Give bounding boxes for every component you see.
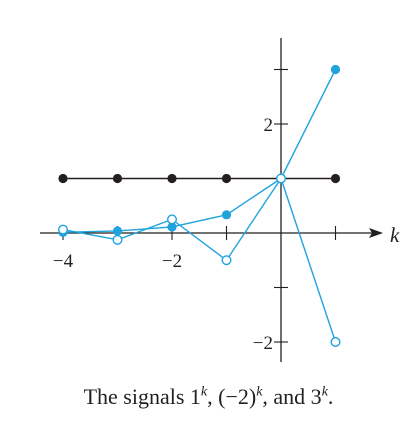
series-line <box>62 176 337 343</box>
data-point <box>112 226 123 236</box>
x-axis-arrow <box>369 228 383 238</box>
data-point <box>330 173 341 184</box>
series-layer <box>58 64 341 348</box>
caption-mid-2: , and 3 <box>262 384 322 409</box>
caption-mid-1: , (−2) <box>207 384 257 409</box>
caption-sup-2: k <box>256 384 263 400</box>
x-tick-label: −2 <box>162 251 182 272</box>
data-point-open <box>221 255 232 266</box>
axes: −4 −2 2 −2 k <box>40 38 400 362</box>
series-1 <box>58 173 341 184</box>
y-tick-label: −2 <box>253 333 273 354</box>
x-axis-variable: k <box>390 223 400 247</box>
data-point-open <box>276 173 287 184</box>
data-point <box>167 173 177 184</box>
data-point <box>221 210 232 220</box>
data-point-open <box>112 234 123 245</box>
series-3 <box>58 173 341 348</box>
series-2 <box>58 64 341 237</box>
series-line <box>62 69 337 234</box>
x-tick-label: −4 <box>53 251 74 272</box>
data-point <box>112 173 123 184</box>
data-point <box>221 173 232 184</box>
signals-chart: −4 −2 2 −2 k <box>40 38 400 362</box>
caption-suffix: . <box>327 384 334 409</box>
data-point <box>330 64 341 75</box>
data-point-open <box>166 214 177 225</box>
y-tick-label: 2 <box>264 115 274 136</box>
caption-prefix: The signals 1 <box>83 384 201 409</box>
figure-caption: The signals 1k, (−2)k, and 3k. <box>0 384 417 410</box>
caption-sup-3: k <box>321 384 328 400</box>
data-point <box>167 222 177 232</box>
data-point <box>58 173 68 184</box>
data-point-open <box>58 224 69 235</box>
data-point-open <box>330 337 341 348</box>
caption-sup-1: k <box>200 384 208 400</box>
